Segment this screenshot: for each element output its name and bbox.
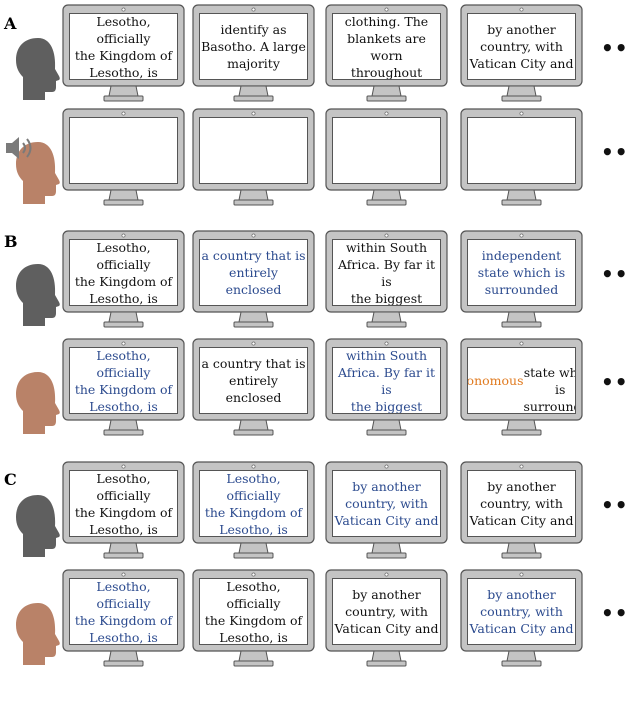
monitor: by another country, with Vatican City an… xyxy=(460,4,583,104)
monitor: autonomous state which is surrounded xyxy=(460,338,583,438)
monitor-screen-text: within South Africa. By far it is the bi… xyxy=(337,240,436,305)
monitor-screen-text: by another country, with Vatican City an… xyxy=(469,22,574,71)
monitor-screen-text: clothing. The blankets are worn througho… xyxy=(344,14,429,79)
continuation-ellipsis: ••• xyxy=(601,493,626,517)
monitor: Lesotho, officially the Kingdom of Lesot… xyxy=(62,461,185,561)
listener-head-icon xyxy=(12,138,62,208)
monitor-screen-text: by another country, with Vatican City an… xyxy=(469,587,574,636)
continuation-ellipsis: ••• xyxy=(601,370,626,394)
panel-label-a: A xyxy=(4,14,17,33)
monitor xyxy=(460,108,583,208)
monitor-screen-text xyxy=(333,118,440,183)
monitor-screen-text xyxy=(200,118,307,183)
continuation-ellipsis: ••• xyxy=(601,36,626,60)
monitor-screen-text: Lesotho, officially the Kingdom of Lesot… xyxy=(74,14,173,79)
monitor-screen-text: Lesotho, officially the Kingdom of Lesot… xyxy=(74,240,173,305)
monitor: clothing. The blankets are worn througho… xyxy=(325,4,448,104)
speaker-head-icon xyxy=(12,260,62,330)
monitor-screen-text: independent state which is surrounded xyxy=(477,248,566,297)
monitor-screen-text: within South Africa. By far it is the bi… xyxy=(337,348,436,413)
monitor-screen-text: identify as Basotho. A large majority xyxy=(201,22,306,71)
monitor-screen-text: Lesotho, officially the Kingdom of Lesot… xyxy=(74,471,173,536)
monitor: by another country, with Vatican City an… xyxy=(325,569,448,669)
monitor: identify as Basotho. A large majority xyxy=(192,4,315,104)
listener-head-icon xyxy=(12,599,62,669)
monitor-screen-text: by another country, with Vatican City an… xyxy=(334,587,439,636)
monitor-screen-text: Lesotho, officially the Kingdom of Lesot… xyxy=(204,579,303,644)
monitor: Lesotho, officially the Kingdom of Lesot… xyxy=(62,230,185,330)
monitor: Lesotho, officially the Kingdom of Lesot… xyxy=(192,569,315,669)
monitor-screen-text xyxy=(70,118,177,183)
monitor xyxy=(62,108,185,208)
monitor: Lesotho, officially the Kingdom of Lesot… xyxy=(62,569,185,669)
monitor-screen-text: by another country, with Vatican City an… xyxy=(334,479,439,528)
monitor: within South Africa. By far it is the bi… xyxy=(325,230,448,330)
panel-label-c: C xyxy=(4,470,17,489)
continuation-ellipsis: ••• xyxy=(601,140,626,164)
monitor: within South Africa. By far it is the bi… xyxy=(325,338,448,438)
monitor-screen-text: Lesotho, officially the Kingdom of Lesot… xyxy=(74,579,173,644)
monitor-screen-text xyxy=(468,118,575,183)
continuation-ellipsis: ••• xyxy=(601,601,626,625)
monitor: a country that is entirely enclosed xyxy=(192,230,315,330)
monitor-screen-text: Lesotho, officially the Kingdom of Lesot… xyxy=(74,348,173,413)
monitor-screen-text: a country that is entirely enclosed xyxy=(201,248,306,297)
highlighted-word: autonomous xyxy=(468,373,524,388)
monitor: a country that is entirely enclosed xyxy=(192,338,315,438)
monitor: by another country, with Vatican City an… xyxy=(325,461,448,561)
monitor-screen-text: Lesotho, officially the Kingdom of Lesot… xyxy=(204,471,303,536)
monitor: by another country, with Vatican City an… xyxy=(460,569,583,669)
speaker-sound-icon xyxy=(4,133,38,163)
monitor: Lesotho, officially the Kingdom of Lesot… xyxy=(192,461,315,561)
monitor-screen-text: a country that is entirely enclosed xyxy=(201,356,306,405)
monitor: Lesotho, officially the Kingdom of Lesot… xyxy=(62,4,185,104)
monitor: Lesotho, officially the Kingdom of Lesot… xyxy=(62,338,185,438)
monitor-screen-text: autonomous state which is surrounded xyxy=(468,348,575,414)
monitor: independent state which is surrounded xyxy=(460,230,583,330)
continuation-ellipsis: ••• xyxy=(601,262,626,286)
panel-label-b: B xyxy=(4,232,18,251)
speaker-head-icon xyxy=(12,491,62,561)
monitor xyxy=(192,108,315,208)
monitor xyxy=(325,108,448,208)
monitor: by another country, with Vatican City an… xyxy=(460,461,583,561)
listener-head-icon xyxy=(12,368,62,438)
monitor-screen-text: by another country, with Vatican City an… xyxy=(469,479,574,528)
speaker-head-icon xyxy=(12,34,62,104)
